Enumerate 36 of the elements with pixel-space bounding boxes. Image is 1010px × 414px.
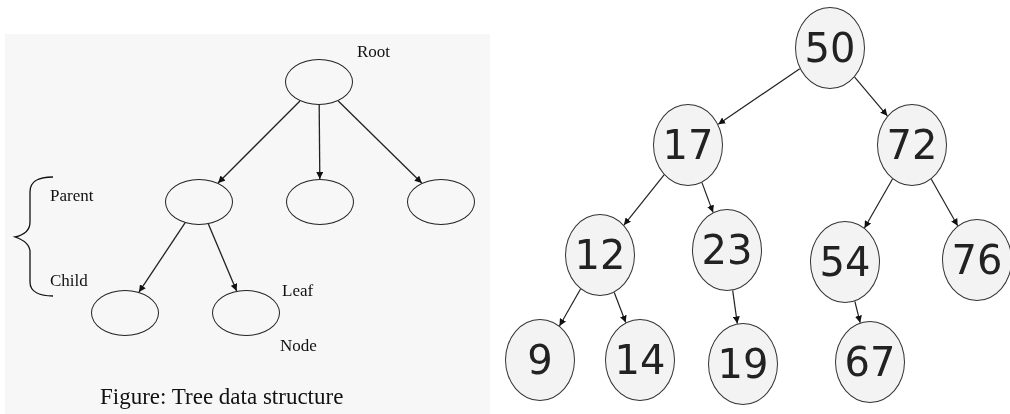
arrow (207, 223, 238, 292)
arrow (854, 76, 888, 117)
node-value: 19 (717, 344, 769, 384)
arrow (701, 182, 714, 213)
figure-caption: Figure: Tree data structure (100, 384, 344, 410)
node-value: 12 (574, 235, 626, 275)
arrow (613, 291, 627, 324)
node-value: 54 (819, 242, 871, 282)
arrow (138, 222, 186, 293)
term-label: Parent (50, 186, 94, 206)
arrow (558, 288, 582, 327)
arrow (316, 104, 324, 180)
arrow (863, 178, 894, 229)
node-value: 50 (804, 28, 856, 68)
arrow (930, 178, 959, 227)
node-value: 17 (662, 125, 714, 165)
term-label: Child (50, 271, 88, 291)
arrow (217, 100, 301, 184)
arrow (623, 174, 665, 226)
node-term-label: Root (357, 42, 391, 62)
node-value: 23 (701, 230, 753, 270)
tree-node-circle (877, 104, 947, 186)
tree-node-circle (795, 7, 865, 89)
arrow (732, 289, 740, 325)
arrow (717, 68, 801, 125)
arrow (854, 300, 862, 324)
node-value: 14 (614, 340, 666, 380)
node-value: 67 (844, 342, 896, 382)
tree-node-circle (565, 214, 635, 296)
node-value: 76 (951, 240, 1003, 280)
node-value: 72 (886, 125, 938, 165)
tree-node-circle (653, 104, 723, 186)
arrow (337, 100, 423, 184)
node-term-label: Node (280, 336, 317, 356)
node-value: 9 (527, 340, 553, 380)
node-term-label: Leaf (282, 281, 314, 301)
